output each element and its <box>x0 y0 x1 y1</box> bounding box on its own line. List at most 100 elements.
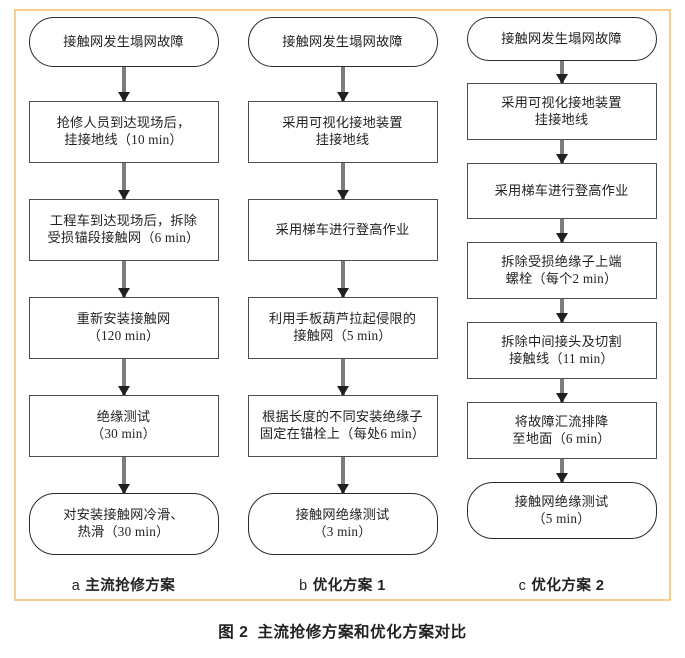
flow-arrow-down-icon <box>559 219 564 242</box>
flow-arrow-down-icon <box>340 359 345 395</box>
flow-process-node: 采用可视化接地装置挂接地线 <box>247 101 438 163</box>
flow-node-text-line: 挂接地线（10 min） <box>64 132 183 147</box>
flow-node-text-line: 重新安装接触网 <box>76 311 171 327</box>
flow-node-text: 采用梯车进行登高作业 <box>276 222 410 239</box>
flow-node-text-line: 采用可视化接地装置 <box>282 115 403 131</box>
flow-terminal-node: 接触网发生塌网故障 <box>28 17 219 67</box>
flow-node-text: 重新安装接触网（120 min） <box>77 311 171 345</box>
flow-node-text-line: （30 min） <box>91 426 156 441</box>
flow-node-text-line: 采用梯车进行登高作业 <box>494 182 629 198</box>
flow-node-text-line: 采用梯车进行登高作业 <box>275 221 410 237</box>
subfigure-label: 优化方案 1 <box>312 578 386 594</box>
flowchart-columns: 接触网发生塌网故障抢修人员到达现场后，挂接地线（10 min）工程车到达现场后，… <box>14 9 671 601</box>
subfigure-label: 优化方案 2 <box>531 578 605 594</box>
flow-arrow-down-icon <box>340 67 345 101</box>
subfigure-index: a <box>71 578 81 594</box>
figure-caption-number: 图 2 <box>218 624 249 641</box>
flow-process-node: 根据长度的不同安装绝缘子固定在锚栓上（每处6 min） <box>247 395 438 457</box>
subfigure-label: 主流抢修方案 <box>85 578 176 594</box>
flow-arrow-down-icon <box>121 261 126 297</box>
flow-terminal-node: 接触网绝缘测试（5 min） <box>466 482 657 539</box>
flow-node-text: 将故障汇流排降至地面（6 min） <box>512 414 610 448</box>
flow-node-text: 接触网绝缘测试（5 min） <box>515 494 609 528</box>
flow-node-text: 采用可视化接地装置挂接地线 <box>282 115 403 149</box>
flow-node-text-line: 挂接地线 <box>534 111 589 127</box>
flow-node-text-line: 绝缘测试 <box>96 409 151 425</box>
flow-node-text-line: 拆除中间接头及切割 <box>501 333 622 349</box>
flow-node-text-line: 接触网绝缘测试 <box>514 493 609 509</box>
flow-node-text-line: 拆除受损绝缘子上端 <box>501 253 622 269</box>
flow-arrow-down-icon <box>121 359 126 395</box>
flow-process-node: 拆除中间接头及切割接触线（11 min） <box>466 322 657 379</box>
flow-column-b: 接触网发生塌网故障采用可视化接地装置挂接地线采用梯车进行登高作业利用手板葫芦拉起… <box>233 9 452 601</box>
flow-node-text: 利用手板葫芦拉起侵限的接触网（5 min） <box>269 311 416 345</box>
flow-node-text: 根据长度的不同安装绝缘子固定在锚栓上（每处6 min） <box>260 409 425 443</box>
flow-process-node: 将故障汇流排降至地面（6 min） <box>466 402 657 459</box>
flow-sequence-a: 接触网发生塌网故障抢修人员到达现场后，挂接地线（10 min）工程车到达现场后，… <box>14 17 233 557</box>
flow-terminal-node: 接触网发生塌网故障 <box>247 17 438 67</box>
flow-process-node: 抢修人员到达现场后，挂接地线（10 min） <box>28 101 219 163</box>
flow-node-text-line: 接触网绝缘测试 <box>295 507 390 523</box>
flow-node-text-line: （3 min） <box>313 524 372 539</box>
flow-node-text: 接触网发生塌网故障 <box>63 34 184 51</box>
flow-node-text-line: 将故障汇流排降 <box>514 413 609 429</box>
flow-arrow-down-icon <box>559 140 564 163</box>
flow-node-text-line: 受损锚段接触网（6 min） <box>47 230 200 245</box>
flow-arrow-down-icon <box>121 163 126 199</box>
figure-caption: 图 2 主流抢修方案和优化方案对比 <box>0 620 685 642</box>
flow-column-c: 接触网发生塌网故障采用可视化接地装置挂接地线采用梯车进行登高作业拆除受损绝缘子上… <box>452 9 671 601</box>
flow-process-node: 利用手板葫芦拉起侵限的接触网（5 min） <box>247 297 438 359</box>
flow-node-text-line: 接触线（11 min） <box>509 350 614 366</box>
flow-node-text-line: 利用手板葫芦拉起侵限的 <box>268 311 417 327</box>
flow-terminal-node: 接触网发生塌网故障 <box>466 17 657 61</box>
flow-process-node: 工程车到达现场后，拆除受损锚段接触网（6 min） <box>28 199 219 261</box>
flow-arrow-down-icon <box>559 61 564 83</box>
flow-node-text-line: 螺栓（每个2 min） <box>505 270 618 286</box>
flow-arrow-down-icon <box>121 457 126 493</box>
flow-node-text-line: 根据长度的不同安装绝缘子 <box>262 409 423 425</box>
flow-process-node: 采用梯车进行登高作业 <box>247 199 438 261</box>
flow-node-text-line: 挂接地线 <box>315 132 370 147</box>
flow-sequence-c: 接触网发生塌网故障采用可视化接地装置挂接地线采用梯车进行登高作业拆除受损绝缘子上… <box>452 17 671 557</box>
flow-node-text-line: 热滑（30 min） <box>77 524 170 539</box>
flow-node-text-line: 接触网发生塌网故障 <box>501 30 622 46</box>
flow-node-text: 采用梯车进行登高作业 <box>495 183 629 200</box>
flow-node-text-line: （120 min） <box>87 328 160 343</box>
flow-process-node: 采用可视化接地装置挂接地线 <box>466 83 657 140</box>
flow-node-text: 绝缘测试（30 min） <box>91 409 156 443</box>
flow-arrow-down-icon <box>340 163 345 199</box>
flow-node-text-line: 抢修人员到达现场后， <box>56 115 191 131</box>
flow-node-text-line: 固定在锚栓上（每处6 min） <box>259 426 426 441</box>
flow-process-node: 重新安装接触网（120 min） <box>28 297 219 359</box>
flow-node-text: 拆除受损绝缘子上端螺栓（每个2 min） <box>501 254 622 288</box>
flow-node-text: 拆除中间接头及切割接触线（11 min） <box>501 334 622 368</box>
flow-node-text-line: 接触网发生塌网故障 <box>63 33 184 49</box>
flow-node-text-line: 工程车到达现场后，拆除 <box>49 213 198 229</box>
flow-arrow-down-icon <box>559 459 564 482</box>
flow-arrow-down-icon <box>559 299 564 322</box>
flow-node-text-line: 对安装接触网冷滑、 <box>63 507 184 523</box>
flow-node-text: 抢修人员到达现场后，挂接地线（10 min） <box>57 115 191 149</box>
flow-arrow-down-icon <box>340 457 345 493</box>
flow-node-text-line: 接触网发生塌网故障 <box>282 33 403 49</box>
figure-caption-title: 主流抢修方案和优化方案对比 <box>257 624 467 641</box>
flow-node-text-line: （5 min） <box>532 510 591 526</box>
flow-node-text: 接触网发生塌网故障 <box>282 34 403 51</box>
flow-arrow-down-icon <box>559 379 564 402</box>
flow-node-text: 接触网发生塌网故障 <box>501 31 622 48</box>
flow-arrow-down-icon <box>121 67 126 101</box>
flow-node-text: 接触网绝缘测试（3 min） <box>296 507 390 541</box>
flow-node-text: 对安装接触网冷滑、热滑（30 min） <box>63 507 184 541</box>
flow-node-text: 工程车到达现场后，拆除受损锚段接触网（6 min） <box>48 213 200 247</box>
flow-process-node: 拆除受损绝缘子上端螺栓（每个2 min） <box>466 242 657 299</box>
subfigure-index: c <box>518 578 527 594</box>
flow-node-text: 采用可视化接地装置挂接地线 <box>501 95 622 129</box>
flow-node-text-line: 采用可视化接地装置 <box>501 94 622 110</box>
flow-column-a: 接触网发生塌网故障抢修人员到达现场后，挂接地线（10 min）工程车到达现场后，… <box>14 9 233 601</box>
flow-node-text-line: 接触网（5 min） <box>293 328 392 343</box>
flow-process-node: 采用梯车进行登高作业 <box>466 163 657 219</box>
subfigure-index: b <box>299 578 308 594</box>
